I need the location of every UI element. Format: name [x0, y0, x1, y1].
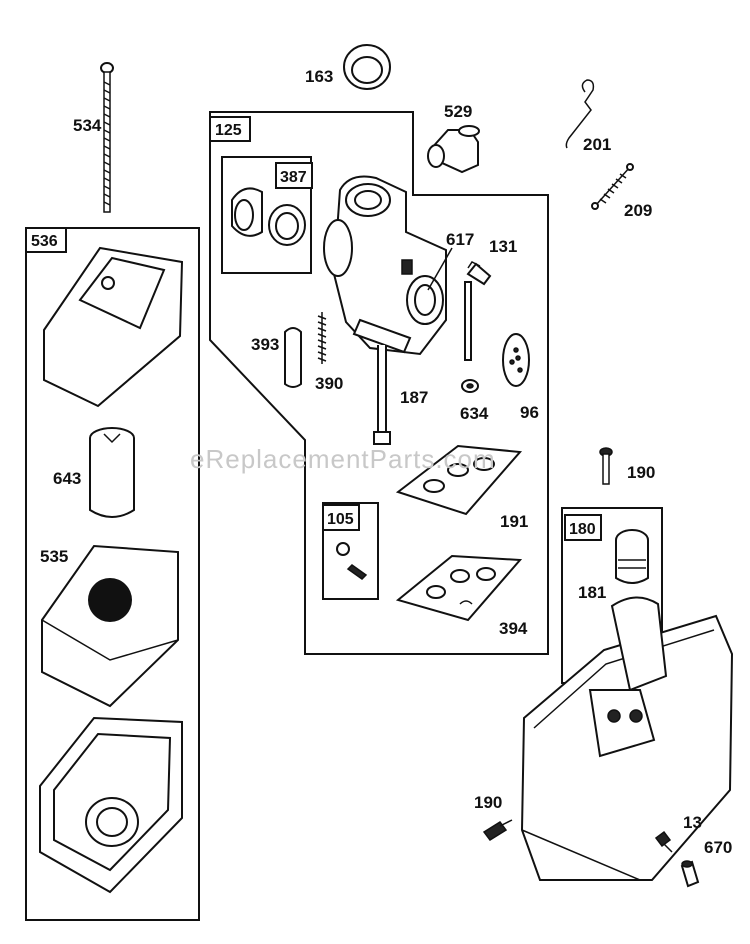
- callout-187: 187: [400, 388, 428, 407]
- callout-390: 390: [315, 374, 343, 393]
- part-180-fuel-tank: [520, 596, 734, 881]
- callout-131: 131: [489, 237, 517, 256]
- part-529-elbow: [427, 125, 480, 174]
- part-131-shaft: [464, 261, 492, 361]
- part-387-kit: [231, 187, 306, 246]
- callout-163: 163: [305, 67, 333, 86]
- group-label-536: 536: [31, 233, 58, 250]
- callout-643: 643: [53, 469, 81, 488]
- group-box-125: [209, 111, 549, 655]
- part-163-ring: [343, 44, 391, 90]
- callout-617: 617: [446, 230, 474, 249]
- watermark-text: eReplacementParts.com: [190, 444, 496, 474]
- callout-96: 96: [520, 403, 539, 422]
- callout-181: 181: [578, 583, 606, 602]
- callout-535: 535: [40, 547, 68, 566]
- part-209-spring: [591, 163, 634, 210]
- part-13-fitting: [654, 830, 673, 853]
- part-393-plug: [284, 327, 302, 388]
- group-box-536: [25, 227, 200, 921]
- group-label-180: 180: [569, 521, 596, 538]
- group-label-125: 125: [215, 122, 242, 139]
- callout-670: 670: [704, 838, 732, 857]
- part-670-bushing: [680, 860, 700, 888]
- part-181-cap: [615, 529, 649, 584]
- part-534-screw: [100, 62, 114, 213]
- part-96-disc: [502, 333, 530, 387]
- part-187-tube: [373, 345, 391, 445]
- callout-201: 201: [583, 135, 611, 154]
- part-190-screw-bottom: [482, 819, 513, 842]
- callout-190-top: 190: [627, 463, 655, 482]
- part-394-gasket: [395, 554, 523, 622]
- group-label-387: 387: [280, 169, 307, 186]
- part-105-kit: [336, 542, 368, 580]
- callout-13: 13: [683, 813, 702, 832]
- part-191-diaphragm: [395, 444, 523, 516]
- part-390-spring: [317, 312, 327, 364]
- part-201-link: [565, 79, 595, 149]
- part-air-cleaner-base: [39, 716, 183, 894]
- group-box-387: [221, 156, 312, 274]
- group-box-105: [322, 502, 379, 600]
- part-536-cover: [43, 246, 184, 408]
- leader-617: [427, 247, 453, 291]
- part-535-filter: [41, 544, 179, 708]
- callout-634: 634: [460, 404, 489, 423]
- group-label-105: 105: [327, 511, 354, 528]
- callout-191: 191: [500, 512, 528, 531]
- part-190-screw-top: [599, 447, 613, 485]
- callout-529: 529: [444, 102, 472, 121]
- callout-209: 209: [624, 201, 652, 220]
- callout-394: 394: [499, 619, 528, 638]
- callout-190-bottom: 190: [474, 793, 502, 812]
- part-634-seal: [461, 379, 479, 393]
- callout-534: 534: [73, 116, 102, 135]
- part-643-element: [89, 427, 135, 518]
- part-617-carburetor: [323, 175, 447, 356]
- callout-393: 393: [251, 335, 279, 354]
